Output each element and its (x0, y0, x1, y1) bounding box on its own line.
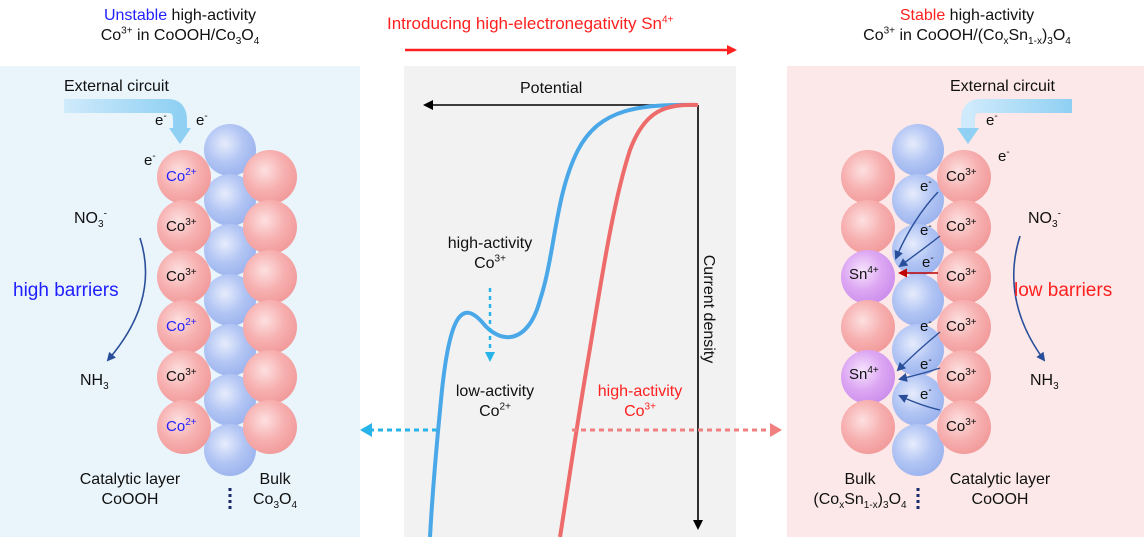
right-sn-ion-2: Sn4+ (849, 365, 879, 384)
right-circuit-arrowhead (957, 128, 979, 144)
right-co-ion-6: Co3+ (946, 417, 977, 436)
right-electron-8: e- (920, 385, 932, 404)
left-bulk-label: Bulk Co3O4 (252, 471, 298, 512)
right-bulk-column (841, 150, 895, 454)
left-ammonia-label: NH3 (80, 372, 109, 393)
center-title: Introducing high-electronegativity Sn4+ (387, 14, 674, 33)
left-electron-1: e- (155, 111, 167, 130)
right-electron-5: e- (922, 253, 934, 272)
red-polarization-curve (558, 102, 699, 537)
left-ion-3: Co3+ (166, 267, 197, 286)
right-sn-ion-1: Sn4+ (849, 265, 879, 284)
red-high-activity-label: high-activity Co3+ (597, 383, 683, 420)
left-ion-4: Co2+ (166, 317, 197, 336)
right-nitrate-label: NO3- (1028, 208, 1061, 231)
current-density-label: Current density (700, 254, 717, 364)
right-external-circuit-arrow (961, 99, 1072, 130)
potential-label: Potential (520, 80, 583, 97)
left-ion-1: Co2+ (166, 167, 197, 186)
blue-high-activity-label: high-activity Co3+ (447, 235, 533, 272)
right-bulk-label: Bulk (CoxSn1-x)3O4 (813, 471, 907, 512)
right-barrier-label: low barriers (1014, 280, 1113, 301)
blue-polarization-curve (428, 102, 699, 537)
right-co-ion-2: Co3+ (946, 217, 977, 236)
left-blue-column (204, 124, 256, 476)
electron-transfer-arrows (894, 191, 941, 411)
left-reaction-arrow (106, 237, 147, 362)
left-catalytic-column (157, 150, 211, 454)
left-external-circuit-arrow (64, 99, 187, 130)
right-ammonia-label: NH3 (1030, 372, 1059, 393)
right-co-ion-3: Co3+ (946, 267, 977, 286)
right-co-ion-4: Co3+ (946, 317, 977, 336)
left-electron-3: e- (144, 151, 156, 170)
low-activity-label: low-activity Co2+ (455, 383, 535, 420)
right-electron-6: e- (920, 317, 932, 336)
right-reaction-arrow (1012, 235, 1046, 362)
left-circuit-arrowhead (169, 128, 191, 144)
right-electron-2: e- (998, 147, 1010, 166)
right-electron-3: e- (920, 177, 932, 196)
left-title: Unstable high-activity Co3+ in CoOOH/Co3… (100, 7, 260, 48)
left-electron-2: e- (196, 111, 208, 130)
right-electron-1: e- (986, 111, 998, 130)
right-blue-column (892, 124, 944, 476)
right-electron-4: e- (920, 221, 932, 240)
right-co-ion-5: Co3+ (946, 367, 977, 386)
right-co-ion-1: Co3+ (946, 167, 977, 186)
left-nitrate-label: NO3- (74, 208, 107, 231)
left-ion-5: Co3+ (166, 367, 197, 386)
right-external-circuit-label: External circuit (950, 78, 1055, 95)
right-electron-7: e- (920, 355, 932, 374)
left-ion-2: Co3+ (166, 217, 197, 236)
left-bulk-column (243, 150, 297, 454)
left-ion-6: Co2+ (166, 417, 197, 436)
left-catalytic-layer-label: Catalytic layer CoOOH (79, 471, 181, 508)
left-external-circuit-label: External circuit (64, 78, 169, 95)
right-catalytic-column (937, 150, 991, 454)
left-barrier-label: high barriers (13, 280, 119, 301)
right-catalytic-layer-label: Catalytic layer CoOOH (949, 471, 1051, 508)
center-panel-bg (404, 66, 736, 537)
right-title: Stable high-activity Co3+ in CoOOH/(CoxS… (863, 7, 1071, 48)
